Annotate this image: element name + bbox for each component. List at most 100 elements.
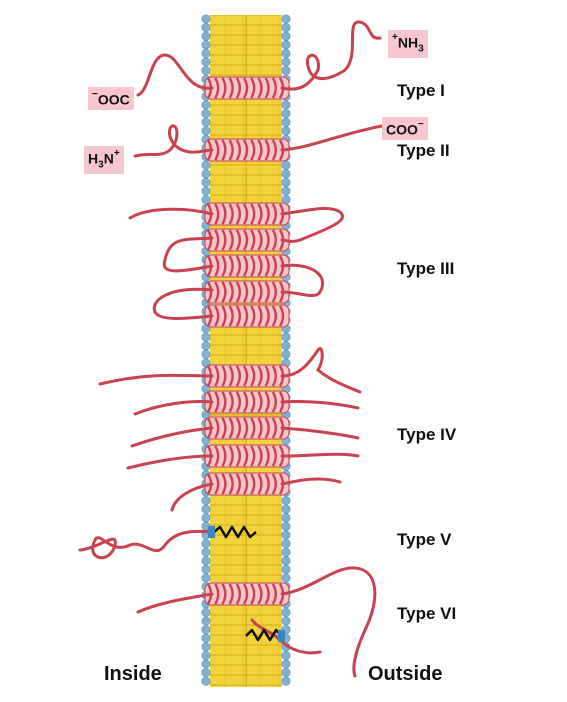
lipid-head <box>281 117 291 127</box>
lipid-head <box>281 616 291 626</box>
type1-label: Type I <box>397 81 445 100</box>
lipid-head <box>201 668 211 678</box>
type1-protein <box>136 20 382 97</box>
lipid-head <box>281 650 291 660</box>
inside-label: Inside <box>104 663 162 685</box>
lipid-head <box>201 539 211 549</box>
lipid-head <box>281 48 291 58</box>
lipid-head <box>281 31 291 41</box>
transmembrane-helix <box>204 444 290 468</box>
type4-label: Type IV <box>397 425 457 444</box>
type1-c-terminus-label: −OOC <box>88 87 134 110</box>
lipid-head <box>201 504 211 514</box>
lipid-head <box>201 100 211 110</box>
transmembrane-helix <box>204 254 290 278</box>
lipid-head <box>201 573 211 583</box>
lipid-head <box>281 530 291 540</box>
lipid-head <box>281 14 291 24</box>
transmembrane-helix <box>204 390 290 414</box>
lipid-head <box>201 117 211 127</box>
lipid-head <box>281 539 291 549</box>
type5-protein <box>78 525 257 560</box>
lipid-head <box>201 513 211 523</box>
lipid-head <box>201 40 211 50</box>
lipid-head <box>281 23 291 33</box>
type2-protein <box>133 124 384 158</box>
lipid-head <box>281 513 291 523</box>
lipid-head <box>201 31 211 41</box>
lipid-head <box>201 126 211 136</box>
lipid-head <box>281 332 291 342</box>
lipid-head <box>281 341 291 351</box>
type2-c-terminus-label: COO− <box>382 117 428 140</box>
lipid-head <box>201 177 211 187</box>
lipid-head <box>281 169 291 179</box>
lipid-head <box>201 14 211 24</box>
type6-label: Type VI <box>397 604 457 623</box>
lipid-head <box>281 349 291 359</box>
type3-label: Type III <box>397 259 455 278</box>
lipid-head <box>201 109 211 119</box>
lipid-head <box>201 169 211 179</box>
type6-protein <box>136 566 377 678</box>
lipid-head <box>201 650 211 660</box>
lipid-head <box>201 547 211 557</box>
transmembrane-helix <box>204 304 290 328</box>
lipid-head <box>201 642 211 652</box>
lipid-head <box>281 66 291 76</box>
lipid-head <box>281 40 291 50</box>
lipid-head <box>281 556 291 566</box>
lipid-head <box>201 23 211 33</box>
type2-label: Type II <box>397 141 450 160</box>
transmembrane-helix <box>204 472 290 496</box>
lipid-head <box>281 504 291 514</box>
type3-protein <box>128 207 344 320</box>
lipid-head <box>201 607 211 617</box>
transmembrane-helix <box>204 76 290 100</box>
transmembrane-helix <box>204 202 290 226</box>
lipid-head <box>201 160 211 170</box>
transmembrane-helix <box>204 138 290 162</box>
type5-label: Type V <box>397 530 452 549</box>
lipid-head <box>201 625 211 635</box>
lipid-head <box>281 573 291 583</box>
lipid-head <box>201 564 211 574</box>
lipid-head <box>281 676 291 686</box>
lipid-head <box>201 496 211 506</box>
lipid-head <box>281 177 291 187</box>
lipid-head <box>281 659 291 669</box>
lipid-head <box>201 57 211 67</box>
lipid-head <box>281 564 291 574</box>
lipid-head <box>281 668 291 678</box>
lipid-head <box>281 547 291 557</box>
transmembrane-helix <box>204 416 290 440</box>
lipid-head <box>201 195 211 205</box>
lipid-head <box>281 126 291 136</box>
outside-label: Outside <box>368 663 443 685</box>
lipid-head <box>201 633 211 643</box>
lipid-head <box>281 109 291 119</box>
lipid-head <box>281 521 291 531</box>
transmembrane-helix <box>204 364 290 388</box>
type2-n-terminus-label: H3N+ <box>84 146 124 175</box>
transmembrane-helix <box>204 582 290 606</box>
lipid-head <box>281 496 291 506</box>
type4-protein <box>98 347 362 512</box>
lipid-head <box>281 186 291 196</box>
lipid-head <box>281 57 291 67</box>
lipid-head <box>281 100 291 110</box>
lipid-head <box>201 48 211 58</box>
transmembrane-helix <box>204 228 290 252</box>
lipid-head <box>281 607 291 617</box>
lipid-head <box>201 186 211 196</box>
lipid-head <box>201 556 211 566</box>
lipid-head <box>281 160 291 170</box>
transmembrane-helix <box>204 280 290 304</box>
lipid-head <box>201 341 211 351</box>
transmembrane-helices <box>204 76 290 606</box>
lipid-head <box>201 66 211 76</box>
lipid-head <box>201 676 211 686</box>
type1-n-terminus-label: +NH3 <box>388 30 428 59</box>
lipid-head <box>201 349 211 359</box>
